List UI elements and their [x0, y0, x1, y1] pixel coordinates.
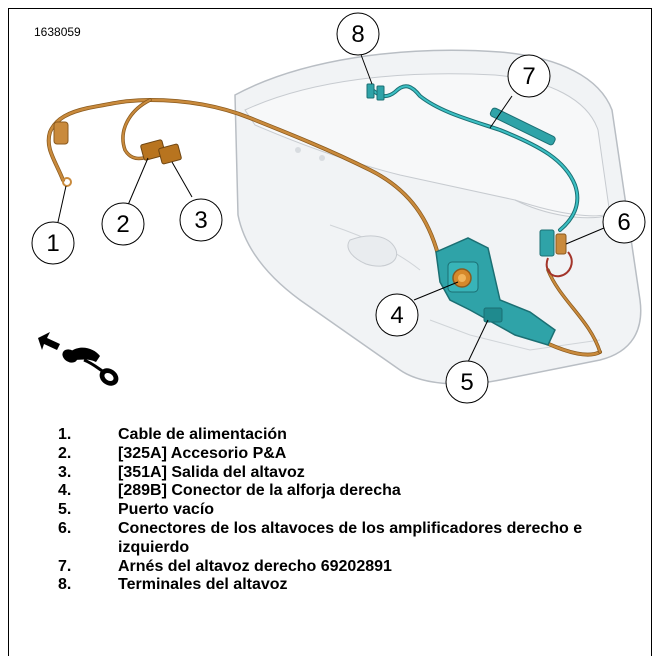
legend-item: 1. Cable de alimentación — [58, 426, 648, 445]
svg-text:5: 5 — [460, 369, 473, 396]
legend-text: [325A] Accesorio P&A — [118, 444, 287, 462]
right-speaker-harness — [368, 84, 580, 232]
legend: 1. Cable de alimentación 2. [325A] Acces… — [58, 426, 648, 595]
legend-number: 2. — [58, 444, 72, 462]
leader-lines — [57, 51, 605, 363]
svg-text:8: 8 — [351, 21, 364, 48]
legend-number: 7. — [58, 557, 72, 575]
legend-text: [289B] Conector de la alforja derecha — [118, 482, 401, 500]
wiring-diagram: 1 2 3 8 7 6 4 5 — [31, 12, 646, 404]
forward-arrow-icon — [38, 332, 60, 350]
svg-text:3: 3 — [194, 207, 207, 234]
legend-number: 1. — [58, 426, 72, 443]
callout-7: 7 — [507, 54, 551, 98]
legend-text: Arnés del altavoz derecho 69202891 — [118, 557, 392, 575]
speaker-output-connector — [158, 143, 182, 165]
legend-number: 5. — [58, 501, 72, 519]
svg-text:2: 2 — [116, 211, 129, 238]
legend-number: 4. — [58, 482, 72, 500]
svg-text:7: 7 — [522, 63, 535, 90]
speaker-terminals — [366, 83, 385, 101]
legend-item: 5. Puerto vacío — [58, 501, 648, 520]
legend-item: 3. [351A] Salida del altavoz — [58, 464, 648, 483]
legend-item: 8. Terminales del altavoz — [58, 576, 648, 595]
callout-2: 2 — [101, 202, 145, 246]
motorcycle-direction-icon — [38, 332, 119, 386]
legend-item: 4. [289B] Conector de la alforja derecha — [58, 482, 648, 501]
power-cable-terminal — [53, 121, 72, 187]
legend-number: 8. — [58, 576, 72, 594]
legend-text: Terminales del altavoz — [118, 576, 288, 594]
callout-8: 8 — [336, 12, 380, 56]
callout-1: 1 — [31, 221, 75, 265]
right-saddlebag-connector-bracket — [435, 237, 556, 346]
figure-frame — [8, 8, 652, 656]
legend-text: Conectores de los altavoces de los ampli… — [118, 519, 583, 556]
legend-text: [351A] Salida del altavoz — [118, 463, 305, 481]
legend-item: 6. Conectores de los altavoces de los am… — [58, 520, 648, 558]
svg-text:1: 1 — [46, 230, 59, 257]
callout-4: 4 — [375, 293, 419, 337]
svg-text:6: 6 — [617, 209, 630, 236]
legend-number: 3. — [58, 463, 72, 481]
legend-text: Puerto vacío — [118, 501, 215, 519]
svg-text:4: 4 — [390, 302, 403, 329]
legend-number: 6. — [58, 519, 72, 537]
legend-text: Cable de alimentación — [118, 426, 287, 443]
callout-3: 3 — [179, 198, 223, 242]
saddlebag-illustration — [234, 49, 642, 385]
callout-5: 5 — [445, 360, 489, 404]
figure-id: 1638059 — [34, 25, 81, 39]
legend-item: 7. Arnés del altavoz derecho 69202891 — [58, 558, 648, 577]
legend-item: 2. [325A] Accesorio P&A — [58, 445, 648, 464]
amplifier-speaker-connectors — [539, 229, 573, 278]
callout-6: 6 — [602, 200, 646, 244]
